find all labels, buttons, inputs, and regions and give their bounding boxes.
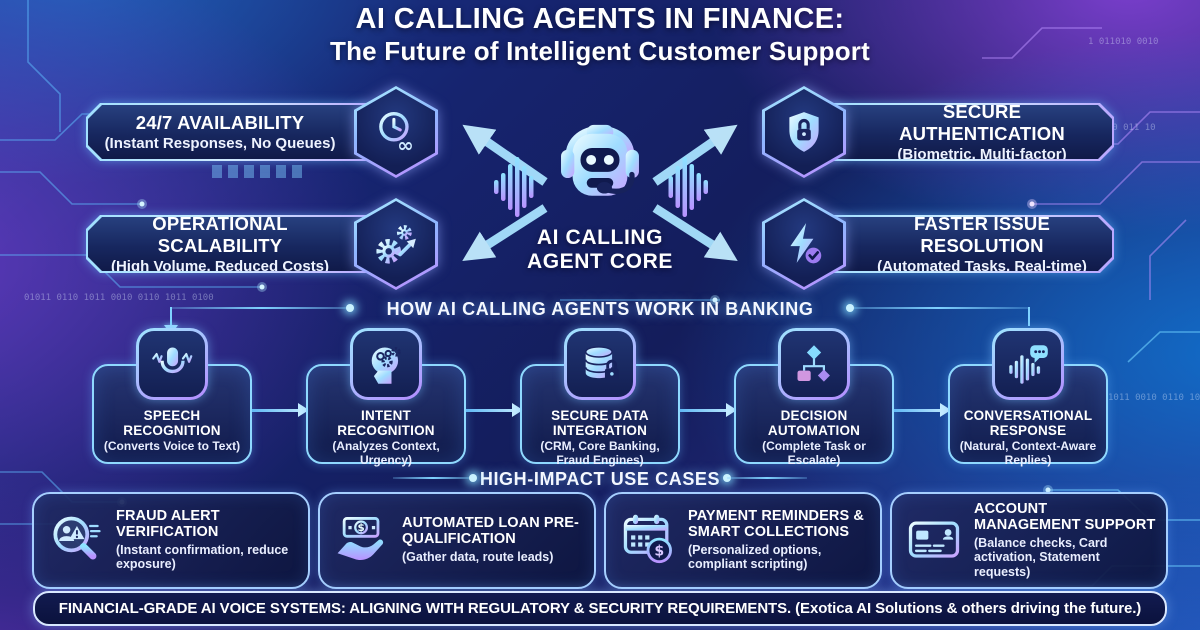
feature-resolution: FASTER ISSUE RESOLUTION (Automated Tasks… [762, 198, 1114, 290]
connector-line [170, 307, 354, 309]
bolt-check-icon [762, 198, 846, 290]
flow-arrow-icon [252, 403, 309, 417]
feature-title: OPERATIONAL SCALABILITY [152, 213, 288, 256]
feature-scalability: OPERATIONAL SCALABILITY (High Volume, Re… [86, 198, 438, 290]
clock-infinity-icon: ∞ [354, 86, 438, 178]
feature-pill: FASTER ISSUE RESOLUTION (Automated Tasks… [820, 215, 1114, 273]
credit-card-icon [902, 510, 966, 572]
footer-text: FINANCIAL-GRADE AI VOICE SYSTEMS: ALIGNI… [58, 600, 1142, 617]
use-case-title: FRAUD ALERT VERIFICATION [116, 508, 220, 541]
feature-pill: SECURE AUTHENTICATION (Biometric, Multi-… [820, 103, 1114, 161]
feature-title: 24/7 AVAILABILITY [135, 112, 305, 133]
robot-headset-icon [561, 124, 639, 196]
shield-lock-icon [762, 86, 846, 178]
fraud-magnifier-icon [44, 510, 108, 572]
flow-arrow-icon [466, 403, 523, 417]
use-case-row: FRAUD ALERT VERIFICATION (Instant confir… [0, 492, 1200, 589]
footer-banner: FINANCIAL-GRADE AI VOICE SYSTEMS: ALIGNI… [33, 591, 1167, 626]
process-step-data: SECURE DATA INTEGRATION (CRM, Core Banki… [520, 328, 680, 467]
use-case-account: ACCOUNT MANAGEMENT SUPPORT (Balance chec… [890, 492, 1168, 589]
use-case-title: ACCOUNT MANAGEMENT SUPPORT [974, 501, 1156, 533]
glow-dot [469, 474, 477, 482]
connector-line [393, 477, 473, 479]
use-case-title: PAYMENT REMINDERS & SMART COLLECTIONS [688, 508, 864, 541]
loan-hand-money-icon: $ [330, 510, 394, 572]
use-case-payments: $ PAYMENT REMINDERS & SMART COLLECTIONS … [604, 492, 882, 589]
use-case-subtitle: (Instant confirmation, reduce exposure) [116, 543, 289, 572]
calendar-dollar-icon: $ [616, 510, 680, 572]
step-title: SPEECH RECOGNITION [123, 408, 221, 439]
use-case-title: AUTOMATED LOAN PRE-QUALIFICATION [402, 515, 579, 548]
intent-brain-icon [350, 328, 422, 400]
feature-title: FASTER ISSUE RESOLUTION [913, 213, 1051, 256]
feature-authentication: SECURE AUTHENTICATION (Biometric, Multi-… [762, 86, 1114, 178]
binary-decor-text: 0010 011 10 [1096, 123, 1156, 133]
core-label: AI CALLING AGENT CORE [440, 226, 760, 273]
flow-arrow-icon [680, 403, 737, 417]
step-subtitle: (CRM, Core Banking, Fraud Engines) [540, 439, 660, 468]
process-step-speech: SPEECH RECOGNITION (Converts Voice to Te… [92, 328, 252, 464]
step-subtitle: (Complete Task or Escalate) [762, 439, 866, 468]
connector-line [846, 307, 1030, 309]
step-title: CONVERSATIONAL RESPONSE [963, 408, 1093, 439]
svg-text:$: $ [357, 522, 364, 534]
soundwave-right-icon [668, 157, 708, 217]
database-lock-icon [564, 328, 636, 400]
binary-decor-text: 1 011010 0010 [1088, 37, 1158, 47]
svg-text:∞: ∞ [397, 134, 414, 155]
svg-text:$: $ [654, 543, 664, 559]
step-subtitle: (Converts Voice to Text) [103, 439, 241, 454]
step-title: DECISION AUTOMATION [767, 408, 861, 439]
feature-pill: OPERATIONAL SCALABILITY (High Volume, Re… [86, 215, 380, 273]
core-label-line2: AGENT CORE [526, 249, 673, 273]
soundwave-left-icon [494, 157, 534, 217]
flow-arrow-icon [894, 403, 951, 417]
flowchart-icon [778, 328, 850, 400]
use-case-subtitle: (Gather data, route leads) [402, 550, 554, 565]
binary-decor-text: 1011 0010 0110 1011 [1108, 393, 1200, 403]
feature-pill: 24/7 AVAILABILITY (Instant Responses, No… [86, 103, 380, 161]
page-title: AI CALLING AGENTS IN FINANCE: [355, 3, 845, 35]
step-title: INTENT RECOGNITION [337, 408, 435, 439]
process-step-intent: INTENT RECOGNITION (Analyzes Context, Ur… [306, 328, 466, 467]
connector-line [727, 477, 807, 479]
ai-agent-core: AI CALLING AGENT CORE [440, 96, 760, 292]
feature-subtitle: (Biometric, Multi-factor) [897, 146, 1067, 163]
connector-line [170, 307, 172, 326]
feature-subtitle: (Instant Responses, No Queues) [104, 135, 336, 152]
use-case-loan: $ AUTOMATED LOAN PRE-QUALIFICATION (Gath… [318, 492, 596, 589]
use-case-fraud: FRAUD ALERT VERIFICATION (Instant confir… [32, 492, 310, 589]
process-heading: HOW AI CALLING AGENTS WORK IN BANKING [386, 299, 814, 319]
use-cases-heading: HIGH-IMPACT USE CASES [479, 469, 721, 489]
feature-title: SECURE AUTHENTICATION [899, 101, 1065, 144]
use-case-subtitle: (Balance checks, Card activation, Statem… [974, 535, 1108, 579]
gears-growth-icon [354, 198, 438, 290]
microphone-icon [136, 328, 208, 400]
process-step-response: CONVERSATIONAL RESPONSE (Natural, Contex… [948, 328, 1108, 467]
feature-availability: 24/7 AVAILABILITY (Instant Responses, No… [86, 86, 438, 178]
radiating-arrows [462, 124, 738, 261]
process-row: SPEECH RECOGNITION (Converts Voice to Te… [0, 328, 1200, 467]
step-title: SECURE DATA INTEGRATION [551, 408, 649, 439]
page-subtitle: The Future of Intelligent Customer Suppo… [330, 36, 870, 66]
core-label-line1: AI CALLING [536, 226, 664, 249]
step-subtitle: (Natural, Context-Aware Replies) [959, 439, 1097, 468]
glow-dot [846, 304, 854, 312]
binary-decor-text: 01011 0110 1011 0010 0110 1011 0100 [24, 293, 214, 303]
use-case-subtitle: (Personalized options, compliant scripti… [688, 543, 822, 572]
glow-dot [346, 304, 354, 312]
connector-line [1028, 307, 1030, 326]
waveform-chat-icon [992, 328, 1064, 400]
feature-subtitle: (High Volume, Reduced Costs) [110, 258, 330, 275]
step-subtitle: (Analyzes Context, Urgency) [332, 439, 440, 468]
feature-subtitle: (Automated Tasks, Real-time) [877, 258, 1087, 275]
process-step-decision: DECISION AUTOMATION (Complete Task or Es… [734, 328, 894, 467]
